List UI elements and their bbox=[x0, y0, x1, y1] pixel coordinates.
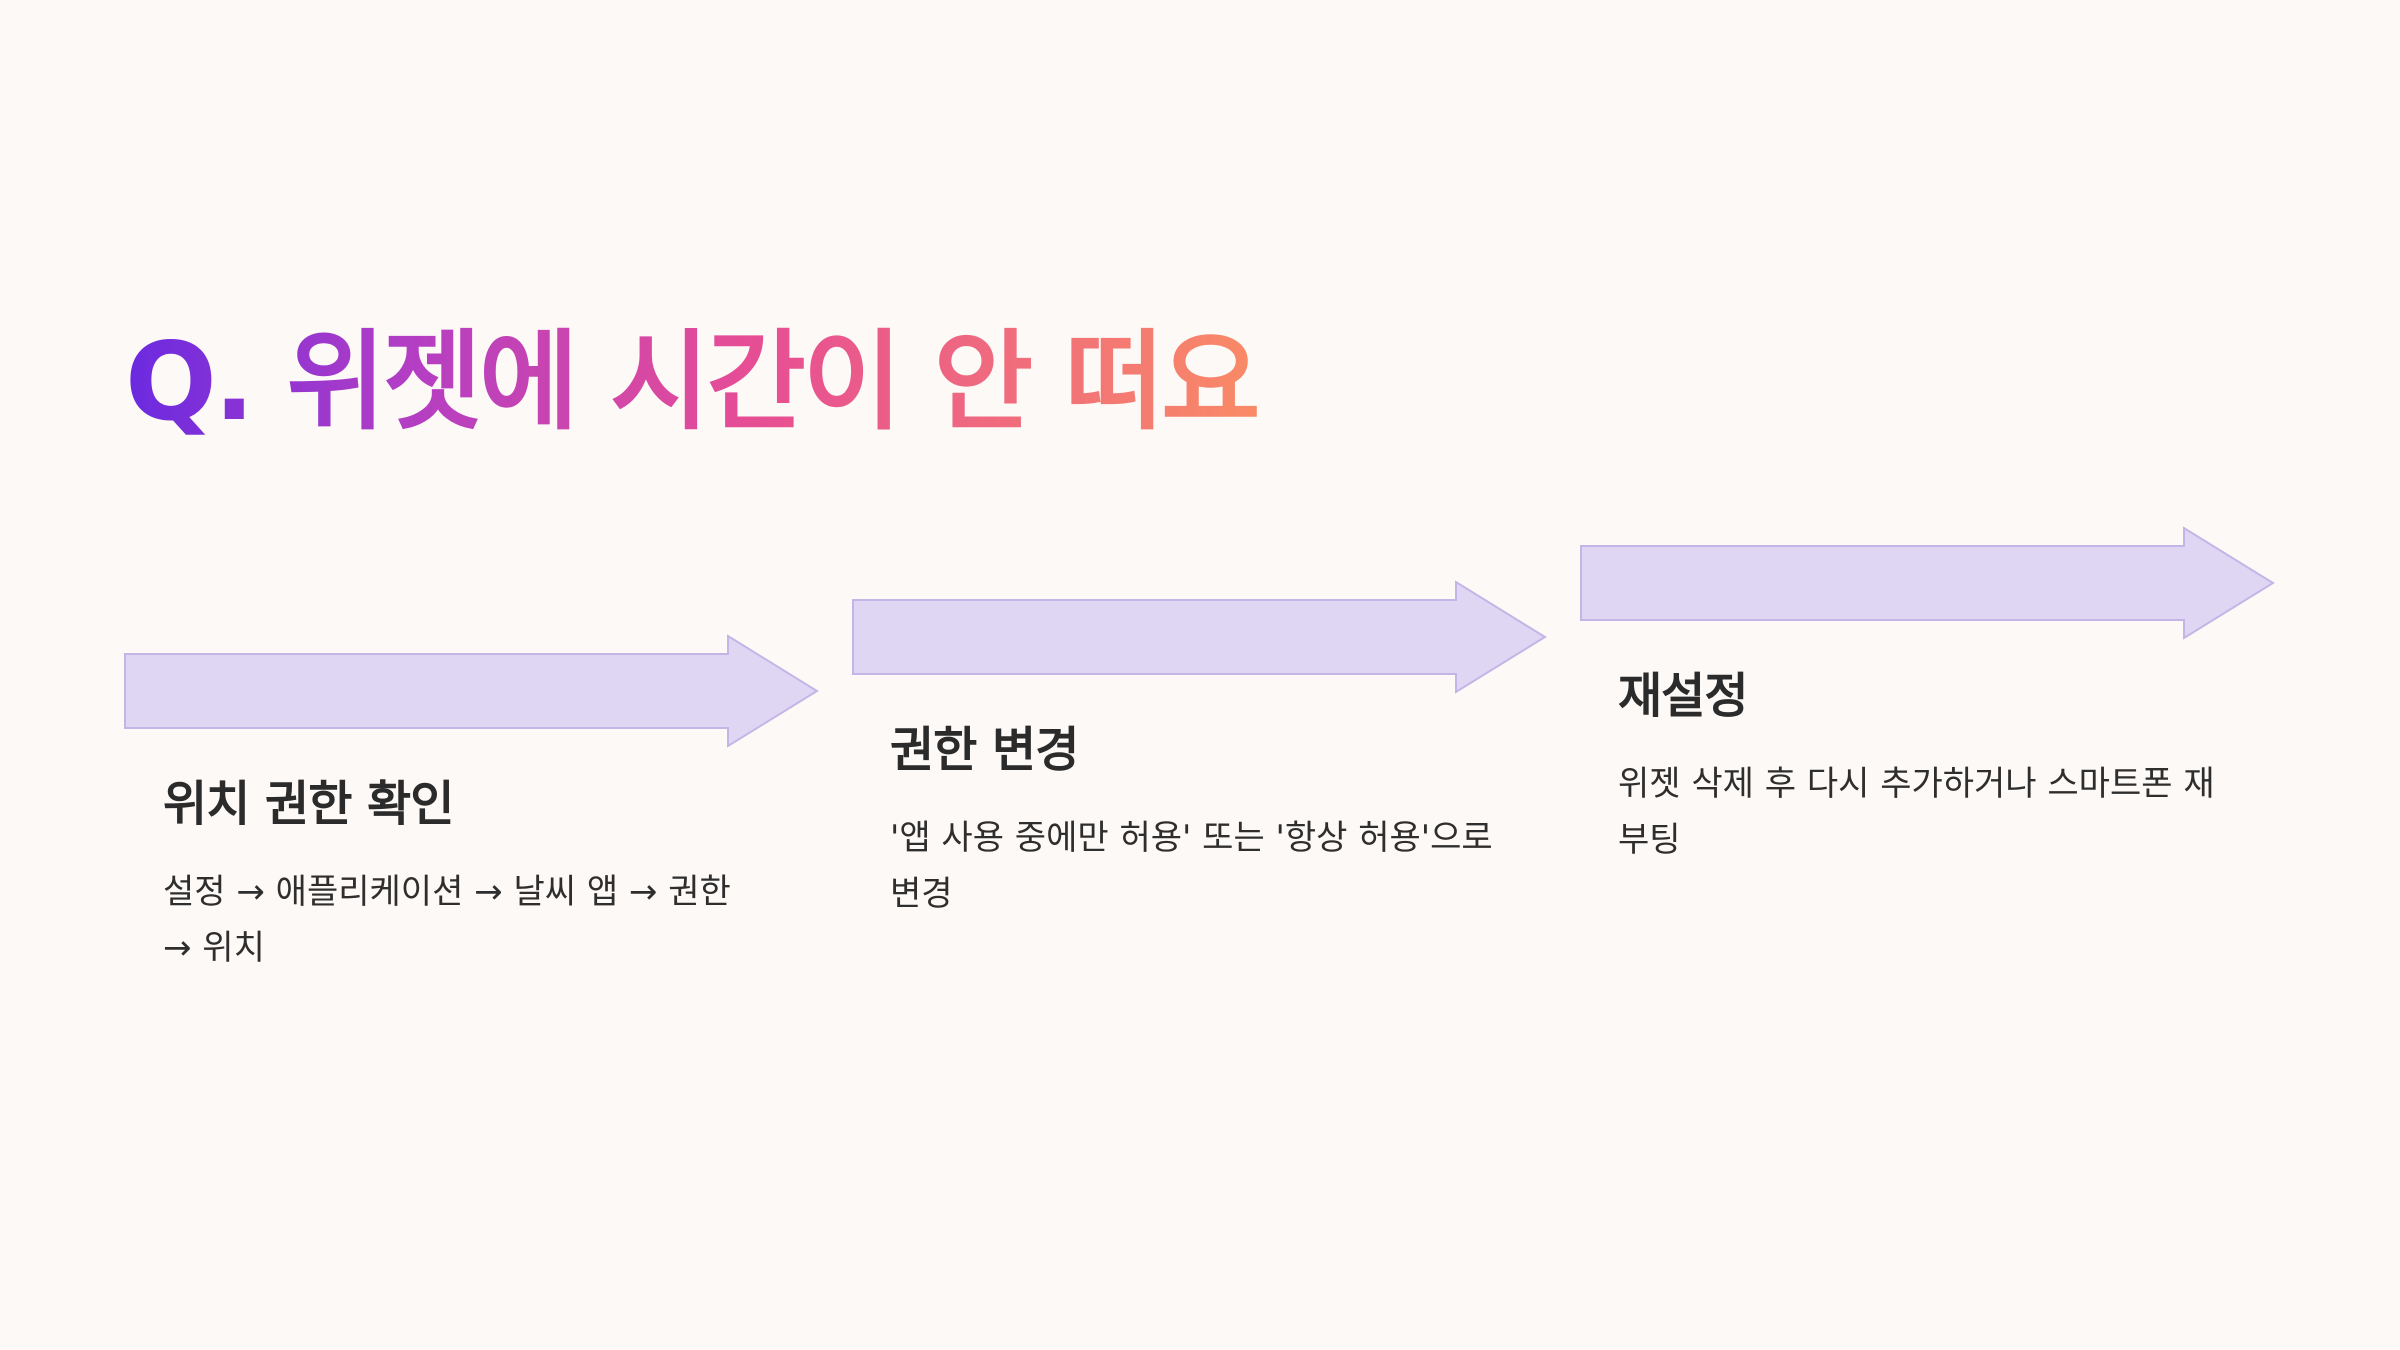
step-3-description-line: 부팅 bbox=[1618, 820, 1681, 860]
step-2-description-line: '앱 사용 중에만 허용' 또는 '항상 허용'으로 bbox=[890, 818, 1493, 858]
step-2-title: 권한 변경 bbox=[890, 722, 1079, 778]
step-2-description: '앱 사용 중에만 허용' 또는 '항상 허용'으로 변경 bbox=[890, 810, 1493, 922]
step-3-description-line: 위젯 삭제 후 다시 추가하거나 스마트폰 재 bbox=[1618, 764, 2215, 804]
step-3-description: 위젯 삭제 후 다시 추가하거나 스마트폰 재 부팅 bbox=[1618, 756, 2215, 868]
step-1-description: 설정 → 애플리케이션 → 날씨 앱 → 권한 → 위치 bbox=[163, 864, 731, 976]
step-2-description-line: 변경 bbox=[890, 874, 953, 914]
step-1-title: 위치 권한 확인 bbox=[163, 776, 454, 832]
step-3-title: 재설정 bbox=[1618, 668, 1748, 724]
step-1-description-line: 설정 → 애플리케이션 → 날씨 앱 → 권한 bbox=[163, 872, 731, 912]
step-1-arrow bbox=[124, 634, 819, 748]
step-2-arrow bbox=[852, 580, 1547, 694]
step-3-arrow bbox=[1580, 526, 2275, 640]
step-1-description-line: → 위치 bbox=[163, 928, 265, 968]
page-title: Q. 위젯에 시간이 안 떠요 bbox=[125, 318, 1260, 448]
